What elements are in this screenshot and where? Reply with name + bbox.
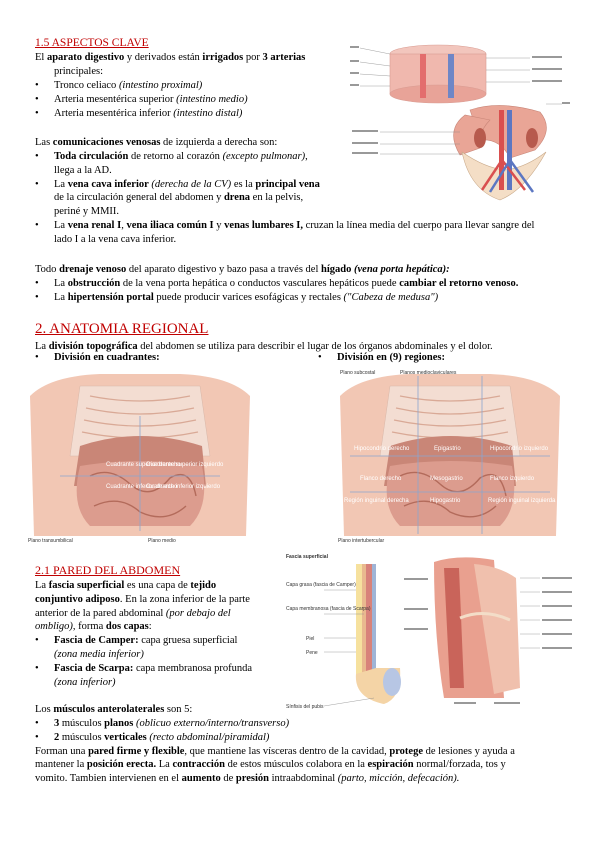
list-item: Arteria mesentérica inferior (intestino … <box>35 107 305 121</box>
text-line: anterior de la pared abdominal (por deba… <box>35 607 231 619</box>
wall-figure-title: Fascia superficial <box>286 554 329 560</box>
region-inguinal-derecha: Región inguinal derecha <box>344 498 409 504</box>
muscles-list: 3 músculos planos (oblicuo externo/inter… <box>35 717 575 745</box>
list-item: La obstrucción de la vena porta hepática… <box>35 277 565 291</box>
label-scarpa: Capa membranosa (fascia de Scarpa) <box>286 606 371 612</box>
quadrant-label-sd: Cuadrante superior derecho <box>106 462 181 468</box>
section-title: 1.5 ASPECTOS CLAVE <box>35 37 149 49</box>
quadrant-label-id: Cuadrante inferior derecho <box>106 484 178 490</box>
muscles-block: Los músculos anterolaterales son 5: 3 mú… <box>35 703 575 786</box>
list-item: La vena renal I, vena iliaca común I y v… <box>35 219 565 247</box>
region-mesogastrio: Mesogastrio <box>430 476 463 482</box>
arteries-list: Tronco celiaco (intestino proximal)Arter… <box>35 79 305 121</box>
list-item: 3 músculos planos (oblicuo externo/inter… <box>35 717 575 731</box>
drain-intro: Todo drenaje venoso del aparato digestiv… <box>35 264 450 275</box>
list-item: Fascia de Scarpa: capa membranosa profun… <box>35 662 280 690</box>
division-quadrants-label: División en cuadrantes: <box>35 351 160 365</box>
planes-medioclavicular: Planos medioclaviculares <box>400 370 457 376</box>
label-camper: Capa grasa (fascia de Camper) <box>286 582 356 588</box>
plane-transumbilical: Plano transumbilical <box>28 538 73 544</box>
venous-list: Toda circulación de retorno al corazón (… <box>35 150 565 247</box>
venous-intro: Las comunicaciones venosas de izquierda … <box>35 137 278 148</box>
text-line: Forman una pared firme y flexible, que m… <box>35 745 515 757</box>
wall-function-paragraph: Forman una pared firme y flexible, que m… <box>35 745 575 787</box>
text-line: ombligo), forma dos capas: <box>35 621 152 633</box>
plane-intertubercular: Plano intertubercular <box>338 538 384 544</box>
region-epigastrio: Epigastrio <box>434 446 461 452</box>
text-line: vomito. Tambien intervienen en el aument… <box>35 773 460 785</box>
label-sinfisis: Sínfisis del pubis <box>286 704 324 710</box>
plane-medio: Plano medio <box>148 538 176 544</box>
label-piel: Piel <box>306 636 314 642</box>
list-item: La hipertensión portal puede producir va… <box>35 291 565 305</box>
list-item: Fascia de Camper: capa gruesa superficia… <box>35 634 280 662</box>
list-item: 2 músculos verticales (recto abdominal/p… <box>35 731 575 745</box>
section-1-5: 1.5 ASPECTOS CLAVE El aparato digestivo … <box>35 36 305 120</box>
fascia-paragraph: La fascia superficial es una capa de tej… <box>35 579 280 634</box>
regional-intro: La división topográfica del abdomen se u… <box>35 340 493 352</box>
label-pene: Pene <box>306 650 318 656</box>
list-item: La vena cava inferior (derecha de la CV)… <box>35 178 565 220</box>
figure-quadrants: Cuadrante superior derecho Cuadrante sup… <box>20 366 260 544</box>
section-title: 2.1 PARED DEL ABDOMEN <box>35 563 181 577</box>
text-line: mantener la posición erecta. La contracc… <box>35 759 506 771</box>
figure-abdominal-wall: Fascia superficial Capa grasa (fascia de… <box>284 548 574 710</box>
irrigation-intro: El aparato digestivo y derivados están i… <box>35 52 306 64</box>
region-inguinal-izquierda: Región inguinal izquierda <box>488 498 556 504</box>
list-item: Toda circulación de retorno al corazón (… <box>35 150 565 178</box>
venous-block: Las comunicaciones venosas de izquierda … <box>35 136 565 247</box>
quadrant-label-ii: Cuadrante inferior izquierdo <box>146 484 221 490</box>
drain-block: Todo drenaje venoso del aparato digestiv… <box>35 263 565 305</box>
section-title: 2. ANATOMIA REGIONAL <box>35 321 209 337</box>
plane-subcostal: Plano subcostal <box>340 370 375 376</box>
text-line: conjuntivo adiposo. En la zona inferior … <box>35 593 250 605</box>
drain-list: La obstrucción de la vena porta hepática… <box>35 277 565 305</box>
quadrant-label-si: Cuadrante superior izquierdo <box>146 462 224 468</box>
list-item: Tronco celiaco (intestino proximal) <box>35 79 305 93</box>
fascias-list: Fascia de Camper: capa gruesa superficia… <box>35 634 280 689</box>
region-hipocondrio-derecho: Hipocondrio derecho <box>354 446 410 452</box>
region-hipocondrio-izquierdo: Hipocondrio izquierdo <box>490 446 549 452</box>
quad-item: División en cuadrantes: <box>35 351 160 365</box>
muscles-intro: Los músculos anterolaterales son 5: <box>35 704 193 715</box>
text-line: La fascia superficial es una capa de tej… <box>35 579 217 591</box>
region-hipogastrio: Hipogastrio <box>430 498 461 504</box>
list-item: Arteria mesentérica superior (intestino … <box>35 93 305 107</box>
region-flanco-izquierdo: Flanco izquierdo <box>490 476 535 482</box>
figure-abdominal-vessels <box>350 40 570 204</box>
section-2-1: 2.1 PARED DEL ABDOMEN La fascia superfic… <box>35 563 280 690</box>
reg-item: División en (9) regiones: <box>318 351 445 365</box>
section-2: 2. ANATOMIA REGIONAL La división topográ… <box>35 320 575 354</box>
region-flanco-derecho: Flanco derecho <box>360 476 402 482</box>
figure-regions: Plano subcostal Planos medioclaviculares… <box>330 366 570 544</box>
irrigation-intro-cont: principales: <box>54 66 103 78</box>
division-regions-label: División en (9) regiones: <box>318 351 445 365</box>
